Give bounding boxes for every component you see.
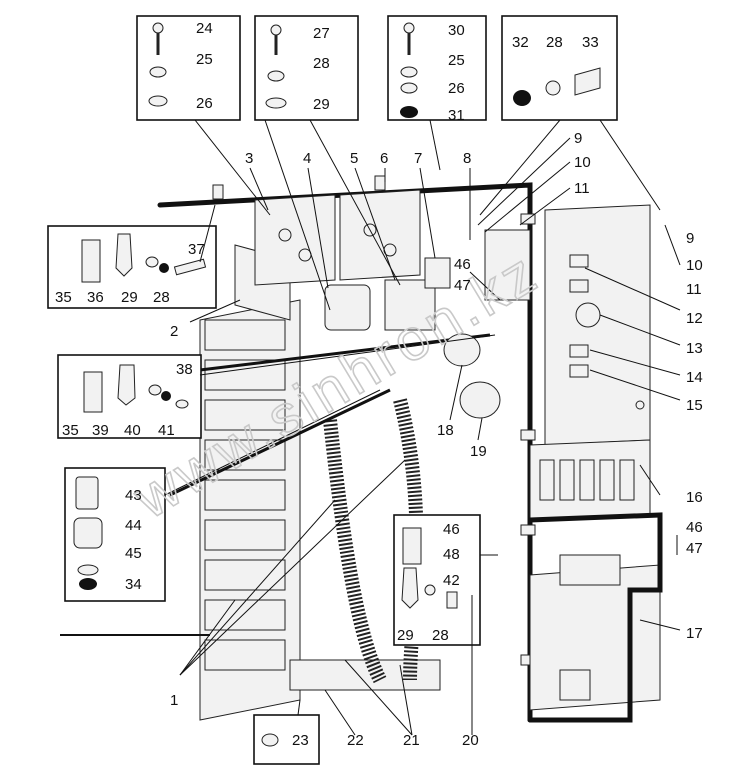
rectifier-assembly: [199, 244, 441, 721]
label-5: 5: [350, 150, 358, 167]
label-12: 12: [686, 310, 703, 327]
callout-box-1: [136, 15, 241, 121]
callout-box-8: [393, 514, 481, 646]
label-9: 9: [574, 130, 582, 147]
label-34: 34: [125, 576, 142, 593]
label-43: 43: [125, 487, 142, 504]
capacitor-4: [324, 284, 371, 331]
relay-7: [424, 257, 451, 289]
label-28: 28: [313, 55, 330, 72]
cable-clamp: [520, 429, 536, 441]
ribbon-cable: [393, 398, 424, 681]
label-38: 38: [176, 361, 193, 378]
label-8: 8: [463, 150, 471, 167]
callout-box-3: [387, 15, 487, 121]
harness-loop: [527, 512, 663, 723]
label-2: 2: [170, 323, 178, 340]
label-21: 21: [403, 732, 420, 749]
part-labels: 24 25 26 27 28 29 30 25 26 31 32 28 33 3…: [55, 20, 703, 749]
cable-clamp: [374, 175, 386, 191]
label-47: 47: [454, 277, 471, 294]
terminal-block-16: [529, 439, 651, 521]
motor-19: [459, 381, 501, 419]
label-29: 29: [397, 627, 414, 644]
label-28: 28: [153, 289, 170, 306]
label-20: 20: [462, 732, 479, 749]
control-board-3: [254, 194, 336, 286]
heatsink-fins: [204, 319, 286, 671]
label-47: 47: [686, 540, 703, 557]
label-22: 22: [347, 732, 364, 749]
label-45: 45: [125, 545, 142, 562]
label-7: 7: [414, 150, 422, 167]
control-board-5: [339, 189, 421, 281]
label-15: 15: [686, 397, 703, 414]
callout-box-4: [501, 15, 618, 121]
label-44: 44: [125, 517, 142, 534]
label-4: 4: [303, 150, 311, 167]
label-9: 9: [686, 230, 694, 247]
label-14: 14: [686, 369, 703, 386]
label-10: 10: [574, 154, 591, 171]
label-27: 27: [313, 25, 330, 42]
label-29: 29: [121, 289, 138, 306]
label-25: 25: [448, 52, 465, 69]
label-11: 11: [574, 180, 590, 197]
callout-box-5: [47, 225, 217, 309]
callout-box-2: [254, 15, 359, 121]
label-29: 29: [313, 96, 330, 113]
label-31: 31: [448, 107, 465, 124]
lower-board-17: [529, 554, 661, 711]
label-16: 16: [686, 489, 703, 506]
label-36: 36: [87, 289, 104, 306]
label-48: 48: [443, 546, 460, 563]
label-35: 35: [55, 289, 72, 306]
label-32: 32: [512, 34, 529, 51]
right-control-panel: [544, 204, 651, 446]
label-46: 46: [454, 256, 471, 273]
callout-box-9: [253, 714, 320, 765]
connecting-rod: [169, 388, 391, 497]
connecting-rod: [199, 333, 491, 372]
label-35: 35: [62, 422, 79, 439]
callout-box-6: [57, 354, 202, 439]
label-13: 13: [686, 340, 703, 357]
label-41: 41: [158, 422, 175, 439]
label-1: 1: [170, 692, 178, 709]
label-33: 33: [582, 34, 599, 51]
label-26: 26: [196, 95, 213, 112]
callout-box-7: [64, 467, 166, 602]
label-42: 42: [443, 572, 460, 589]
label-46: 46: [686, 519, 703, 536]
label-39: 39: [92, 422, 109, 439]
leader-lines: [164, 119, 681, 736]
cable-clamp: [520, 524, 536, 536]
label-11: 11: [686, 281, 702, 298]
label-30: 30: [448, 22, 465, 39]
label-3: 3: [245, 150, 253, 167]
label-24: 24: [196, 20, 213, 37]
label-28: 28: [546, 34, 563, 51]
label-17: 17: [686, 625, 703, 642]
label-25: 25: [196, 51, 213, 68]
label-6: 6: [380, 150, 388, 167]
ribbon-cable: [323, 419, 387, 684]
busbar-block-46: [484, 229, 531, 301]
label-23: 23: [292, 732, 309, 749]
label-19: 19: [470, 443, 487, 460]
label-18: 18: [437, 422, 454, 439]
label-37: 37: [188, 241, 205, 258]
label-40: 40: [124, 422, 141, 439]
label-46: 46: [443, 521, 460, 538]
cable-clamp: [212, 184, 224, 200]
label-10: 10: [686, 257, 703, 274]
label-28: 28: [432, 627, 449, 644]
label-26: 26: [448, 80, 465, 97]
